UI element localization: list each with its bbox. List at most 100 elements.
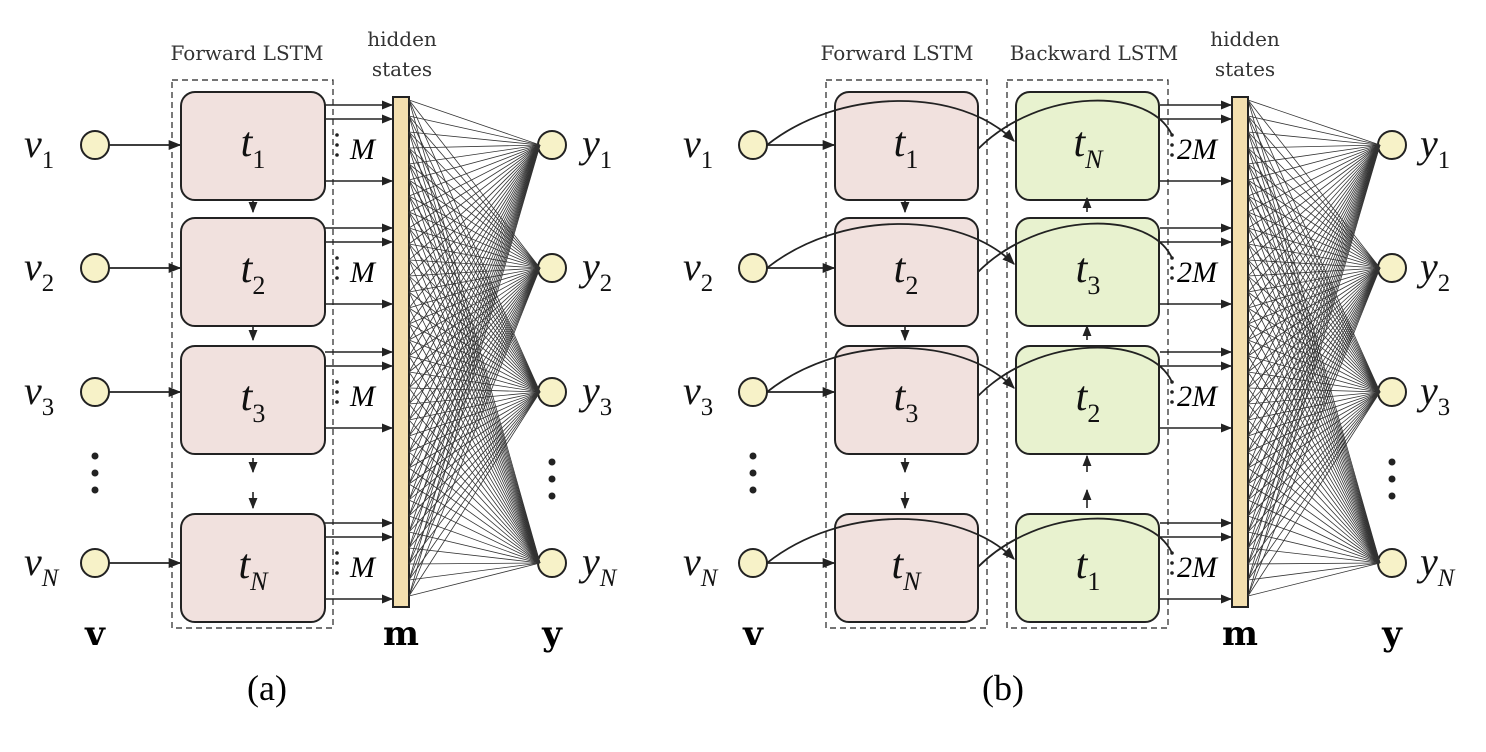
forward-lstm-header: Forward LSTM bbox=[171, 41, 324, 65]
input-label: v3 bbox=[683, 368, 713, 421]
sequence-row: v1 t1 tN 2M y1 bbox=[683, 91, 1450, 201]
row-ellipsis-left bbox=[749, 452, 757, 494]
output-node bbox=[1377, 548, 1407, 578]
panel-b: Forward LSTM Backward LSTM hidden states… bbox=[683, 27, 1456, 708]
output-label: y3 bbox=[1416, 368, 1450, 421]
hidden-vector-label: m bbox=[1222, 614, 1258, 654]
hidden-state-bar bbox=[1231, 96, 1249, 608]
output-node bbox=[537, 130, 567, 160]
input-label: v2 bbox=[683, 244, 713, 297]
input-vector-label: v bbox=[84, 614, 106, 654]
multiplicity-label: 2M bbox=[1177, 256, 1219, 289]
backward-lstm-cell-label: tN bbox=[1073, 120, 1104, 174]
output-label: y2 bbox=[1416, 244, 1450, 297]
lstm-cell-label: tN bbox=[238, 542, 269, 596]
forward-to-hidden-arc bbox=[977, 517, 1173, 568]
output-node bbox=[537, 377, 567, 407]
row-ellipsis-left bbox=[91, 452, 99, 494]
input-node bbox=[80, 377, 110, 407]
lstm-cell-label: t2 bbox=[241, 246, 266, 300]
output-label: yN bbox=[578, 539, 618, 592]
forward-lstm-cell bbox=[834, 91, 979, 201]
multiplicity-label: M bbox=[349, 133, 377, 166]
forward-to-hidden-arc bbox=[977, 99, 1173, 150]
backward-lstm-group bbox=[1006, 79, 1169, 629]
forward-lstm-cell bbox=[834, 513, 979, 623]
input-node bbox=[738, 548, 768, 578]
input-node bbox=[738, 130, 768, 160]
output-label: y1 bbox=[578, 121, 612, 174]
dense-connections bbox=[1247, 99, 1381, 597]
multiplicity-label: 2M bbox=[1177, 551, 1219, 584]
forward-lstm-cell-label: t3 bbox=[894, 374, 919, 428]
forward-lstm-cell-label: tN bbox=[891, 542, 922, 596]
forward-lstm-group bbox=[825, 79, 988, 629]
backward-lstm-cell-label: t3 bbox=[1076, 246, 1101, 300]
hidden-states-header-line1: hidden bbox=[367, 27, 437, 51]
dense-connections bbox=[408, 99, 541, 597]
input-label: vN bbox=[24, 539, 60, 592]
panel-caption: (b) bbox=[982, 668, 1024, 708]
input-label: v2 bbox=[24, 244, 54, 297]
output-node bbox=[1377, 377, 1407, 407]
forward-to-hidden-arc bbox=[977, 222, 1173, 273]
input-label: vN bbox=[683, 539, 719, 592]
output-node bbox=[1377, 130, 1407, 160]
input-node bbox=[738, 253, 768, 283]
output-node bbox=[1377, 253, 1407, 283]
input-label: v1 bbox=[683, 121, 713, 174]
input-node bbox=[738, 377, 768, 407]
backward-lstm-cell bbox=[1015, 513, 1160, 623]
multiplicity-label: M bbox=[349, 256, 377, 289]
output-label: yN bbox=[1416, 539, 1456, 592]
input-node bbox=[80, 130, 110, 160]
panel-caption: (a) bbox=[247, 668, 287, 708]
hidden-states-header-line2: states bbox=[1215, 57, 1275, 81]
input-node bbox=[80, 253, 110, 283]
input-to-backward-arc bbox=[766, 100, 1015, 146]
forward-lstm-cell bbox=[834, 345, 979, 455]
multiplicity-label: M bbox=[349, 551, 377, 584]
forward-to-hidden-arc bbox=[977, 346, 1173, 397]
lstm-cell bbox=[180, 513, 326, 623]
row-ellipsis-right bbox=[1388, 458, 1396, 500]
output-label: y3 bbox=[578, 368, 612, 421]
output-vector-label: y bbox=[541, 614, 563, 654]
sequence-row: v2 t2 t3 2M y2 bbox=[683, 217, 1450, 327]
forward-lstm-cell-label: t2 bbox=[894, 246, 919, 300]
input-vector-label: v bbox=[742, 614, 764, 654]
input-to-backward-arc bbox=[766, 347, 1015, 393]
backward-lstm-header: Backward LSTM bbox=[1010, 41, 1179, 65]
backward-lstm-cell-label: t1 bbox=[1076, 542, 1101, 596]
output-label: y2 bbox=[578, 244, 612, 297]
multiplicity-label: M bbox=[349, 380, 377, 413]
input-label: v1 bbox=[24, 121, 54, 174]
hidden-vector-label: m bbox=[383, 614, 419, 654]
forward-lstm-cell-label: t1 bbox=[894, 120, 919, 174]
forward-lstm-header: Forward LSTM bbox=[821, 41, 974, 65]
multiplicity-label: 2M bbox=[1177, 380, 1219, 413]
forward-lstm-group bbox=[171, 79, 334, 629]
hidden-states-header-line2: states bbox=[372, 57, 432, 81]
hidden-states-header-line1: hidden bbox=[1210, 27, 1280, 51]
input-to-backward-arc bbox=[766, 518, 1015, 564]
output-node bbox=[537, 253, 567, 283]
input-to-backward-arc bbox=[766, 223, 1015, 269]
hidden-state-bar bbox=[392, 96, 410, 608]
input-node bbox=[80, 548, 110, 578]
lstm-cell bbox=[180, 345, 326, 455]
output-label: y1 bbox=[1416, 121, 1450, 174]
input-label: v3 bbox=[24, 368, 54, 421]
sequence-row: vN tN t1 2M yN bbox=[683, 513, 1456, 623]
output-vector-label: y bbox=[1381, 614, 1403, 654]
backward-lstm-cell bbox=[1015, 345, 1160, 455]
output-node bbox=[537, 548, 567, 578]
lstm-cell-label: t3 bbox=[241, 374, 266, 428]
multiplicity-label: 2M bbox=[1177, 133, 1219, 166]
